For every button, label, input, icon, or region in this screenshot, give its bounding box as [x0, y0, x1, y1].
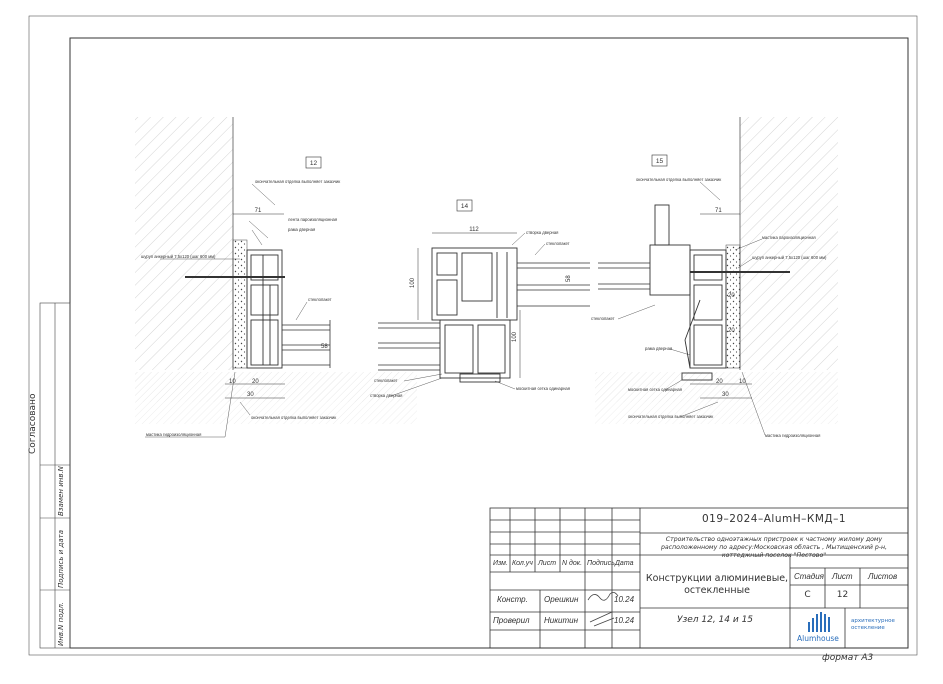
hdr-data: Дата — [615, 560, 634, 567]
label-sash-14a: створка дверная — [526, 230, 558, 235]
role-checker: Проверил — [493, 616, 530, 625]
hdr-ndok: N док. — [562, 560, 583, 567]
label-finish-12a: окончательная отделка выполняет заказчик — [255, 179, 340, 184]
format-label: формат А3 — [822, 653, 874, 663]
side-stamp — [39, 302, 71, 649]
label-vapor-tape: лента пароизоляционная — [288, 217, 337, 222]
node-15-detail: 71 20 20 20 10 30 15 окончательная отдел… — [591, 117, 838, 438]
dim-100-a: 100 — [410, 277, 416, 288]
corner-upper-profile — [431, 247, 518, 321]
hdr-izm: Изм. — [493, 560, 508, 567]
node-12-number: 12 — [310, 160, 318, 167]
dim-30-left: 30 — [247, 392, 254, 398]
dim-71-right: 71 — [715, 208, 722, 214]
side-inv-replace: Взамен инв.N — [57, 466, 65, 516]
glass-unit-14a — [517, 262, 590, 307]
logo-tagline-2: остекление — [851, 625, 885, 631]
logo-wordmark: Alumhouse — [797, 634, 839, 643]
dim-20-right-b: 20 — [728, 328, 735, 334]
corner-lower-profile — [439, 319, 511, 383]
dim-20-right-a: 20 — [728, 293, 735, 299]
hdr-kol: Кол.уч — [512, 560, 533, 567]
dim-20-right-c: 20 — [716, 379, 723, 385]
glass-unit-14b — [378, 322, 440, 371]
label-vapor-mastic-15: мастика пароизоляционная — [762, 235, 816, 240]
label-anchor-screw-12: шуруп анкерный 7,5х120 (шаг 600 мм) — [141, 254, 216, 259]
stage-value: С — [804, 590, 811, 600]
dim-112: 112 — [469, 227, 479, 233]
label-glass-12: стеклопакет — [308, 297, 332, 302]
label-anchor-screw-15: шуруп анкерный 7,5х120 (шаг 600 мм) — [752, 255, 827, 260]
logo-tagline-1: архитектурное — [851, 618, 895, 624]
name-nikitin: Никитин — [544, 616, 578, 625]
node-12-detail: 71 10 20 30 58 12 окончательная отделка … — [135, 117, 417, 438]
dim-100-b: 100 — [512, 331, 518, 342]
drawing-title: Конструкции алюминиевые, остекленные — [645, 573, 789, 596]
signature-oreshkin — [587, 592, 619, 601]
outer-border — [28, 15, 918, 656]
door-frame-profile — [246, 249, 283, 369]
label-finish-15a: окончательная отделка выполняет заказчик — [636, 177, 721, 182]
dim-20-left: 20 — [252, 379, 259, 385]
doc-code: 019–2024–AlumH–КМД–1 — [701, 513, 847, 525]
insulation-foam-right — [725, 244, 741, 369]
floor-slab-left — [135, 372, 417, 402]
node-15-tag — [651, 154, 668, 167]
label-waterproof-15: мастика гидроизоляционная — [765, 433, 820, 438]
label-mosquito-14: москитная сетка одинарная — [516, 386, 570, 391]
glass-unit-15 — [598, 262, 650, 290]
dim-58-left: 58 — [321, 344, 328, 350]
project-description: Строительство одноэтажных пристроек к ча… — [660, 536, 888, 559]
label-finish-15b: окончательная отделка выполняет заказчик — [628, 414, 713, 419]
dim-71-left: 71 — [255, 208, 262, 214]
date-oreshkin: 10.24 — [614, 595, 635, 604]
label-sash-14b: створка дверная — [370, 393, 402, 398]
node-14-number: 14 — [461, 203, 469, 210]
label-mosquito-15: москитная сетка одинарная — [628, 387, 682, 392]
sheet-value: 12 — [836, 590, 849, 600]
side-inv-orig: Инв.N подл. — [57, 601, 65, 646]
wall-right — [740, 117, 838, 370]
label-glass-14a: стеклопакет — [546, 241, 570, 246]
label-waterproof-12: мастика гидроизоляционная — [146, 432, 201, 437]
sheet-label: Лист — [832, 572, 853, 581]
label-door-frame-12: рама дверная — [288, 227, 315, 232]
door-frame-profile-right — [649, 204, 727, 381]
drawing-subtitle: Узел 12, 14 и 15 — [676, 615, 754, 625]
name-oreshkin: Орешкин — [544, 595, 579, 604]
signature-nikitin — [589, 611, 615, 627]
role-constructor: Констр. — [497, 595, 528, 604]
node-14-detail: 14 1 — [370, 199, 590, 398]
insulation-foam — [232, 239, 248, 369]
stage-label: Стадия — [794, 572, 824, 581]
dim-58-mid: 58 — [566, 275, 572, 282]
dim-10-left: 10 — [229, 379, 236, 385]
wall-left — [135, 117, 233, 370]
side-agreed: Согласовано — [28, 393, 38, 454]
glass-unit — [282, 320, 331, 368]
label-glass-14b: стеклопакет — [374, 378, 398, 383]
title-block-grid — [489, 507, 909, 649]
node-12-tag — [305, 156, 322, 169]
label-finish-12b: окончательная отделка выполняет заказчик — [251, 415, 336, 420]
hdr-list: Лист — [538, 560, 557, 567]
node-14-tag — [456, 199, 473, 212]
hdr-podp: Подпись — [587, 560, 615, 567]
label-glass-15: стеклопакет — [591, 316, 615, 321]
dim-30-right: 30 — [722, 392, 729, 398]
floor-slab-right — [595, 372, 838, 402]
sheets-label: Листов — [868, 572, 898, 581]
label-door-frame-15: рама дверная — [645, 346, 672, 351]
date-nikitin: 10.24 — [614, 616, 635, 625]
logo-mark — [808, 612, 830, 632]
side-sign-date: Подпись и дата — [57, 530, 65, 588]
dim-10-right: 10 — [739, 379, 746, 385]
node-15-number: 15 — [656, 158, 664, 165]
